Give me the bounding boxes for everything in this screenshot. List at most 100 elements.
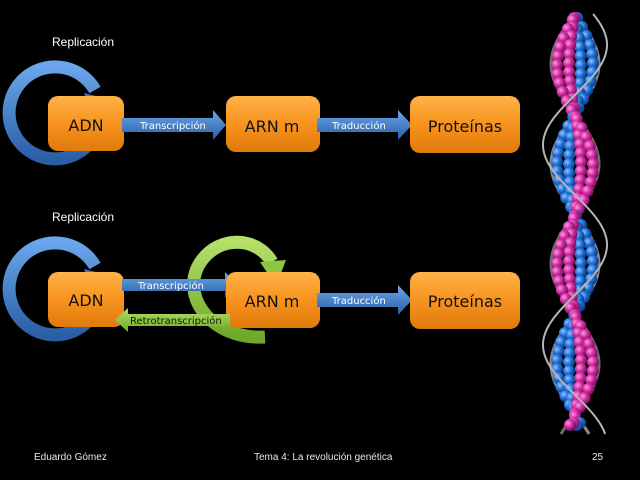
dna-atom xyxy=(551,266,564,278)
footer-page-number: 25 xyxy=(592,452,604,463)
dna-atom xyxy=(564,338,577,350)
dna-atom xyxy=(575,257,587,269)
dna-atom xyxy=(556,86,569,98)
top-proteinas-box xyxy=(410,96,520,153)
bottom-replication-label: Replicación xyxy=(52,210,114,224)
dna-atom xyxy=(551,59,563,71)
dna-atom xyxy=(586,255,599,267)
dna-atom xyxy=(563,255,575,267)
dna-atom xyxy=(582,338,595,350)
dna-atom xyxy=(574,41,586,53)
dna-atom xyxy=(586,356,599,368)
dna-atom xyxy=(582,383,595,395)
dna-atom xyxy=(552,248,565,260)
footer-topic: Tema 4: La revolución genética xyxy=(254,452,393,463)
dna-atom xyxy=(563,264,576,276)
dna-atom xyxy=(573,239,586,251)
dna-atom xyxy=(585,246,598,258)
dna-atom xyxy=(584,176,597,188)
dna-atom xyxy=(563,167,576,179)
dna-atom xyxy=(586,66,599,78)
dna-atom xyxy=(574,174,587,186)
dna-atom xyxy=(574,266,587,278)
top-proteinas-label: Proteínas xyxy=(428,117,502,136)
dna-atom xyxy=(573,138,586,150)
dna-atom xyxy=(552,147,565,159)
dna-atom xyxy=(581,185,594,197)
dna-atom xyxy=(563,149,576,161)
dna-atom xyxy=(585,374,598,386)
bottom-retrotranscription-arrow: Retrotranscripción xyxy=(115,308,230,332)
dna-atom xyxy=(574,248,587,260)
bottom-arn-label: ARN m xyxy=(245,292,300,311)
dna-backbone xyxy=(541,13,609,435)
dna-atom xyxy=(573,336,586,348)
dna-atom xyxy=(575,156,587,168)
dna-atom xyxy=(551,50,564,62)
dna-atom xyxy=(583,39,596,51)
dna-atom xyxy=(563,273,576,285)
top-translation-arrow: Traducción xyxy=(317,110,412,140)
bottom-transcription-arrow: Transcripción xyxy=(122,272,238,298)
dna-atom xyxy=(575,59,587,71)
dna-atom xyxy=(563,66,576,78)
dna-atom xyxy=(555,336,568,348)
dna-atom xyxy=(551,354,564,366)
top-transcription-label: Transcripción xyxy=(139,120,206,132)
top-adn-label: ADN xyxy=(68,116,103,135)
dna-atom xyxy=(575,354,587,366)
dna-atom xyxy=(585,347,598,359)
bottom-translation-label: Traducción xyxy=(331,295,386,307)
dna-atom xyxy=(551,257,564,269)
top-replication-label: Replicación xyxy=(52,35,114,49)
bottom-retrotranscription-label: Retrotranscripción xyxy=(130,315,222,327)
dna-atom xyxy=(574,363,587,375)
dna-atom xyxy=(554,41,567,53)
dna-atom xyxy=(563,246,576,258)
dna-atom xyxy=(586,365,599,377)
dna-atom xyxy=(555,284,568,296)
dna-atom xyxy=(587,57,599,69)
dna-atom xyxy=(553,77,566,89)
top-transcription-arrow: Transcripción xyxy=(122,110,226,140)
dna-atom xyxy=(564,419,576,431)
top-arn-box xyxy=(226,96,320,152)
bottom-proteinas-box xyxy=(410,272,520,329)
dna-atom xyxy=(585,149,598,161)
dna-atom xyxy=(563,158,575,170)
dna-atom xyxy=(564,237,577,249)
bottom-translation-arrow: Traducción xyxy=(317,285,412,315)
dna-atom xyxy=(563,347,576,359)
dna-atom xyxy=(574,345,587,357)
dna-atom xyxy=(563,356,575,368)
dna-atom xyxy=(583,140,596,152)
dna-helix-image xyxy=(541,12,609,435)
top-translation-label: Traducción xyxy=(331,120,386,132)
dna-atom xyxy=(563,374,576,386)
dna-atom xyxy=(563,365,576,377)
dna-atom xyxy=(564,39,576,51)
top-adn-box xyxy=(48,96,124,151)
dna-atom xyxy=(574,165,587,177)
dna-atom xyxy=(586,167,599,179)
dna-atom xyxy=(563,75,576,87)
dna-atom xyxy=(574,50,587,62)
dna-atom xyxy=(554,239,567,251)
dna-atom xyxy=(587,158,599,170)
dna-atom xyxy=(551,68,564,80)
dna-atom xyxy=(563,48,576,60)
bottom-arn-box xyxy=(226,272,320,328)
top-arn-label: ARN m xyxy=(245,117,300,136)
dna-atom xyxy=(552,345,565,357)
bottom-transcription-label: Transcripción xyxy=(137,280,204,292)
footer-author: Eduardo Gómez xyxy=(34,452,107,463)
dna-atom xyxy=(551,156,563,168)
bottom-adn-box xyxy=(48,272,124,327)
dna-atom xyxy=(573,381,586,393)
dna-atom xyxy=(574,68,587,80)
dna-atom xyxy=(583,237,596,249)
dna-atom xyxy=(574,372,587,384)
dna-atom xyxy=(553,275,565,287)
